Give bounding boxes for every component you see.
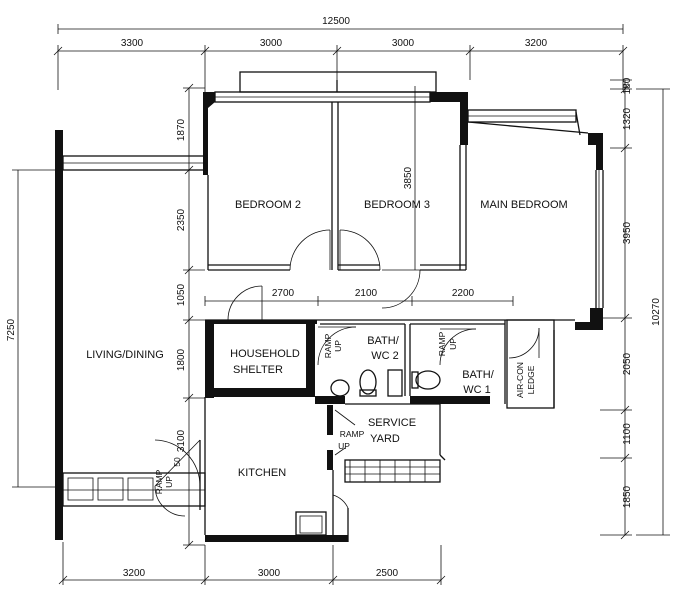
dimension-labels: 12500 3300 3000 3000 3200 3200 3000 2500… xyxy=(6,16,662,579)
ramp-yard-up: UP xyxy=(338,441,350,451)
left-dim-3100: 3100 xyxy=(176,429,187,452)
left-dim-2350: 2350 xyxy=(176,208,187,231)
interior-dim-3850: 3850 xyxy=(403,166,414,189)
ramp-shelter-word: RAMP xyxy=(323,333,333,358)
ramp-shelter-up: UP xyxy=(333,340,343,352)
ramp-yard-word: RAMP xyxy=(340,429,365,439)
left-dim-1870: 1870 xyxy=(176,118,187,141)
right-dim-2050: 2050 xyxy=(622,352,633,375)
ramp-wc1-up: UP xyxy=(448,338,458,350)
interior-dim-2200: 2200 xyxy=(452,288,475,299)
ramp-offset-dim: 50 xyxy=(172,457,182,467)
bottom-seg-3: 2500 xyxy=(376,568,399,579)
toilet-icon xyxy=(359,369,377,395)
room-service-yard-line1: SERVICE xyxy=(368,417,416,429)
right-total-dim: 10270 xyxy=(651,298,662,326)
room-aircon-ledge-line2: LEDGE xyxy=(526,365,536,394)
room-household-shelter-line2: SHELTER xyxy=(233,364,283,376)
room-aircon-ledge-line1: AIR-CON xyxy=(515,362,525,398)
right-dim-1100: 1100 xyxy=(622,423,633,445)
interior-dim-2100: 2100 xyxy=(355,288,378,299)
ramp-living-word: RAMP xyxy=(154,469,164,494)
left-total-dim: 7250 xyxy=(6,318,17,341)
room-bath-wc2-line1: BATH/ xyxy=(367,335,400,347)
left-dim-1050: 1050 xyxy=(176,283,187,306)
ramp-labels: RAMP UP RAMP UP RAMP UP RAMP UP xyxy=(154,331,458,494)
room-bath-wc1-line1: BATH/ xyxy=(462,369,495,381)
toilet-icon xyxy=(415,370,441,390)
dimension-lines xyxy=(12,24,670,585)
room-main-bedroom: MAIN BEDROOM xyxy=(480,199,567,211)
top-seg-1: 3300 xyxy=(121,38,144,49)
interior-partitions xyxy=(62,71,604,542)
interior-dim-2700: 2700 xyxy=(272,288,295,299)
fixtures xyxy=(330,369,441,397)
right-dim-3950: 3950 xyxy=(622,221,633,244)
top-seg-3: 3000 xyxy=(392,38,415,49)
right-dim-1850: 1850 xyxy=(622,485,633,508)
walls xyxy=(55,92,603,542)
room-labels: BEDROOM 2 BEDROOM 3 MAIN BEDROOM LIVING/… xyxy=(86,199,568,479)
bottom-seg-2: 3000 xyxy=(258,568,281,579)
room-living-dining: LIVING/DINING xyxy=(86,349,164,361)
room-bath-wc2-line2: WC 2 xyxy=(371,350,399,362)
shower-tray xyxy=(387,369,403,397)
top-seg-4: 3200 xyxy=(525,38,548,49)
left-dim-1800: 1800 xyxy=(176,348,187,371)
doors xyxy=(154,229,540,517)
room-bedroom-3: BEDROOM 3 xyxy=(364,199,430,211)
room-bedroom-2: BEDROOM 2 xyxy=(235,199,301,211)
top-total-dim: 12500 xyxy=(322,16,350,27)
ramp-living-up: UP xyxy=(164,476,174,488)
ramp-wc1-word: RAMP xyxy=(437,331,447,356)
right-dim-1320: 1320 xyxy=(622,107,633,130)
room-kitchen: KITCHEN xyxy=(238,467,286,479)
room-service-yard-line2: YARD xyxy=(370,433,400,445)
bottom-seg-1: 3200 xyxy=(123,568,146,579)
top-seg-2: 3000 xyxy=(260,38,283,49)
room-bath-wc1-line2: WC 1 xyxy=(463,384,491,396)
right-dim-180: 180 xyxy=(622,77,633,94)
basin-icon xyxy=(330,379,350,397)
room-household-shelter-line1: HOUSEHOLD xyxy=(230,348,300,360)
